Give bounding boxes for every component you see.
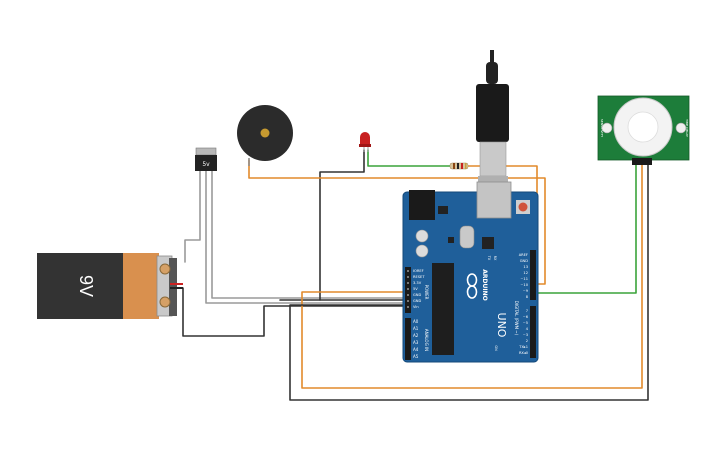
tx-led-label: TX bbox=[487, 255, 491, 261]
digital-pin-label: RX◂0 bbox=[519, 351, 529, 355]
pir-potentiometer-right[interactable] bbox=[675, 122, 687, 134]
digital-pin-label: AREF bbox=[519, 253, 528, 257]
battery-body bbox=[37, 253, 125, 319]
battery-label: 9V bbox=[76, 275, 96, 297]
pir-right-label: TIME DELAY bbox=[685, 118, 689, 137]
wire-green-led[interactable] bbox=[367, 149, 451, 167]
power-pins bbox=[407, 270, 409, 308]
power-pin-label: IOREF bbox=[413, 269, 424, 273]
arduino-usb-port bbox=[476, 181, 512, 219]
rx-led-label: RX bbox=[493, 256, 497, 261]
digital-header-label: DIGITAL (PWM ~) bbox=[514, 301, 519, 336]
digital-pin-label: 2 bbox=[526, 339, 528, 343]
resistor-band-3 bbox=[461, 163, 463, 169]
small-chip bbox=[448, 237, 454, 243]
wire-black-pir-gnd[interactable] bbox=[289, 163, 649, 401]
battery-terminal-top bbox=[159, 263, 171, 275]
regulator-tab bbox=[195, 147, 217, 156]
resistor-band-2 bbox=[457, 163, 459, 169]
power-header-label: POWER bbox=[424, 285, 429, 300]
led-dome bbox=[360, 132, 370, 145]
pir-potentiometer-left[interactable] bbox=[601, 122, 613, 134]
wire-black-buzzer[interactable] bbox=[319, 149, 365, 301]
digital-pin-label: ~10 bbox=[520, 283, 528, 287]
analog-pin-label: A5 bbox=[413, 354, 419, 359]
regulator-body bbox=[195, 155, 217, 171]
digital-pin-label: 4 bbox=[526, 327, 529, 331]
buzzer-hole bbox=[260, 128, 270, 138]
analog-pin-label: A0 bbox=[413, 319, 419, 324]
arduino-power-jack bbox=[409, 190, 435, 220]
wire-green-pir-out[interactable] bbox=[529, 163, 637, 294]
usb-plug-housing bbox=[476, 84, 509, 142]
arduino-logo-icon bbox=[466, 273, 478, 299]
analog-header bbox=[405, 318, 411, 360]
arduino-model-text: UNO bbox=[495, 313, 508, 338]
pir-pin-header bbox=[632, 158, 652, 165]
resistor[interactable] bbox=[449, 162, 469, 170]
digital-pin-label: TX▸1 bbox=[518, 345, 528, 349]
wire-gray-regulator-1[interactable] bbox=[184, 169, 201, 263]
led-rim bbox=[359, 144, 371, 147]
battery-terminal-bottom bbox=[159, 296, 171, 308]
wire-orange-pir-vcc[interactable] bbox=[301, 163, 643, 389]
pir-dome-inner bbox=[627, 111, 659, 143]
battery-band bbox=[123, 253, 159, 319]
resistor-band-4 bbox=[465, 163, 467, 169]
regulator-label: 5v bbox=[202, 161, 210, 168]
digital-pin-label: ~11 bbox=[520, 277, 528, 281]
wires bbox=[179, 149, 649, 401]
voltage-regulator[interactable]: 5v bbox=[195, 147, 217, 171]
digital-pin-label: ~3 bbox=[523, 333, 528, 337]
analog-pin-label: A4 bbox=[413, 347, 419, 352]
power-pin-label: GND bbox=[413, 293, 421, 297]
piezo-buzzer[interactable] bbox=[237, 105, 293, 166]
digital-pin-label: GND bbox=[520, 259, 528, 263]
digital-pin-label: 13 bbox=[523, 265, 528, 269]
usb-strain-relief bbox=[486, 62, 498, 84]
arduino-reset-cap[interactable] bbox=[518, 202, 528, 212]
wire-orange-buzzer[interactable] bbox=[248, 159, 546, 285]
wire-gray-regulator-2[interactable] bbox=[205, 169, 406, 304]
analog-header-label: ANALOG IN bbox=[424, 329, 429, 351]
digital-pin-label: ~5 bbox=[523, 321, 528, 325]
capacitor-2 bbox=[415, 244, 429, 258]
usb-plug-tip bbox=[478, 176, 508, 184]
on-led-label: ON bbox=[494, 345, 498, 351]
power-pin-label: 5V bbox=[413, 287, 418, 291]
wire-black-battery-gnd[interactable] bbox=[179, 287, 406, 337]
digital-pin-label: ~9 bbox=[523, 289, 529, 293]
digital-pin-label: 12 bbox=[523, 271, 528, 275]
arduino-uno[interactable]: ARDUINO UNO POWER ANALOG IN DIGITAL (PWM… bbox=[402, 181, 539, 363]
pir-left-label: SENSITIVITY bbox=[600, 119, 604, 137]
resistor-band-1 bbox=[453, 163, 455, 169]
voltage-chip bbox=[438, 206, 448, 214]
wire-gray-regulator-3[interactable] bbox=[211, 169, 406, 299]
analog-pin-label: A2 bbox=[413, 333, 419, 338]
analog-pin-label: A3 bbox=[413, 340, 419, 345]
usb-cable[interactable] bbox=[476, 50, 509, 184]
digital-pin-label: 8 bbox=[526, 295, 529, 299]
pir-sensor[interactable]: SENSITIVITY TIME DELAY bbox=[597, 95, 690, 165]
power-pin-label: RESET bbox=[413, 275, 425, 279]
red-led[interactable] bbox=[359, 132, 371, 152]
digital-pin-label: ~6 bbox=[523, 315, 529, 319]
power-pin-label: Vin bbox=[413, 305, 419, 309]
atmega-chip bbox=[432, 263, 454, 355]
power-pin-label: 3.3V bbox=[413, 281, 422, 285]
capacitor-1 bbox=[415, 229, 429, 243]
crystal bbox=[459, 225, 475, 249]
power-pin-label: GND bbox=[413, 299, 421, 303]
usb-chip bbox=[482, 237, 494, 249]
digital-header-bottom bbox=[530, 306, 536, 358]
analog-pin-label: A1 bbox=[413, 326, 419, 331]
usb-plug-metal bbox=[479, 141, 507, 177]
battery[interactable]: 9V bbox=[37, 253, 183, 319]
arduino-logo-text: ARDUINO bbox=[481, 269, 488, 300]
digital-pin-label: 7 bbox=[526, 309, 528, 313]
digital-header-top bbox=[530, 250, 536, 300]
